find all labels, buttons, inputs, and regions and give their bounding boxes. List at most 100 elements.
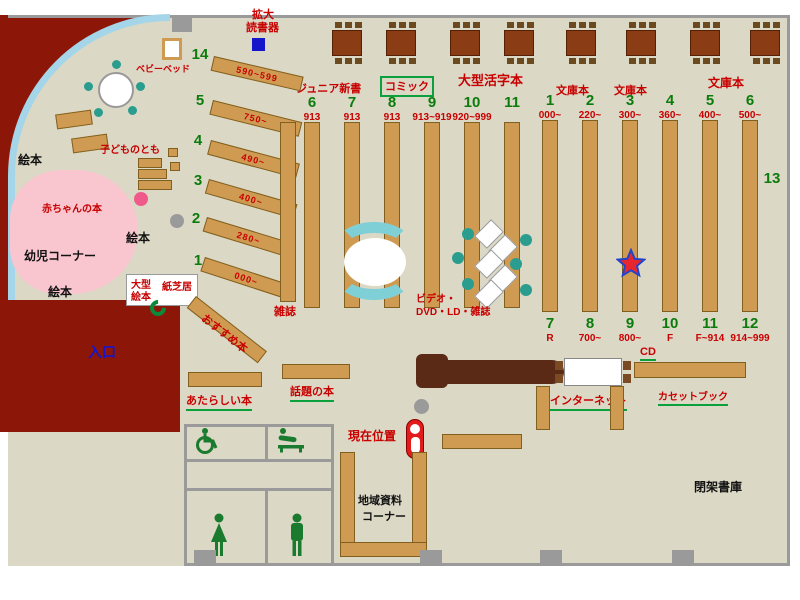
baby-change-icon	[278, 428, 304, 453]
restroom-wall	[184, 424, 187, 566]
chair	[623, 361, 631, 370]
shelf-number: 3	[625, 92, 635, 109]
stool	[112, 60, 121, 69]
reading-table	[450, 22, 480, 64]
shelf-number: 10	[661, 315, 679, 332]
bookshelf	[304, 122, 320, 308]
kids-stool-block	[168, 148, 178, 157]
shelf-class: 913	[303, 112, 321, 123]
shelf-class: 920~999	[452, 112, 492, 123]
shelf-number: 1	[545, 92, 555, 109]
magnifier-device	[252, 38, 265, 51]
label-internet: インターネット	[550, 392, 627, 411]
label-local-materials-1: 地域資料	[358, 495, 402, 507]
pillar	[170, 214, 184, 228]
magazine-shelf	[280, 122, 296, 302]
shelf-number: 7	[545, 315, 555, 332]
reading-table	[504, 22, 534, 64]
label-large-print: 大型活字本	[458, 73, 524, 88]
label-magazines: 雑誌	[274, 306, 296, 318]
shelf-class: 913~919	[412, 112, 452, 123]
label-baby-books: 赤ちゃんの本	[42, 204, 102, 215]
stool	[128, 106, 137, 115]
bookshelf	[610, 386, 624, 430]
pillar	[672, 550, 694, 564]
shelf-class: 400~	[698, 110, 722, 121]
label-magnifier-2: 読書器	[246, 22, 279, 34]
new-books-shelf	[188, 372, 262, 387]
star-marker-icon	[616, 248, 646, 278]
restroom-wall	[184, 459, 334, 462]
stool	[462, 278, 474, 290]
service-counter	[416, 354, 448, 388]
local-room-wall	[331, 424, 334, 566]
label-closed-stacks: 閉架書庫	[694, 480, 743, 494]
stool	[94, 108, 103, 117]
shelf-class: F	[666, 333, 674, 344]
shelf-class: 300~	[618, 110, 642, 121]
baby-books-area	[10, 170, 138, 294]
shelf-number: 9	[427, 94, 437, 111]
stool	[520, 234, 532, 246]
restroom-wall	[184, 424, 334, 427]
offlimits-strip-left	[0, 15, 8, 305]
bookshelf	[662, 120, 678, 312]
label-large-picture-books-1: 大型	[131, 280, 151, 291]
wheelchair-icon	[196, 428, 218, 454]
label-magnifier-1: 拡大	[252, 9, 274, 21]
wall-top	[8, 15, 788, 18]
shelf-number: 4	[193, 132, 203, 149]
label-baby-bed: ベビーベッド	[136, 64, 191, 74]
kids-steps	[138, 180, 172, 190]
man-toilet-icon	[291, 513, 303, 556]
label-cassette-book: カセットブック	[658, 388, 728, 406]
shelf-number: 5	[195, 92, 205, 109]
shelf-class: F~914	[695, 333, 725, 344]
label-large-picture-books-2: 絵本	[131, 292, 151, 303]
shelf-number: 12	[741, 315, 759, 332]
label-kamishibai: 紙芝居	[162, 282, 192, 293]
entrance-block	[0, 300, 180, 432]
shelf-number: 3	[193, 172, 203, 189]
label-cd: CD	[640, 346, 656, 361]
label-current-location: 現在位置	[348, 429, 397, 443]
shelf-class: 000~	[538, 110, 562, 121]
stool	[136, 82, 145, 91]
kids-steps	[138, 158, 162, 168]
pillar	[172, 17, 192, 32]
label-junior-shinsho: ジュニア新書	[296, 83, 362, 95]
shelf-number-13: 13	[763, 170, 781, 187]
reading-table	[750, 22, 780, 64]
label-local-materials-2: コーナー	[362, 511, 406, 523]
shelf-number: 4	[665, 92, 675, 109]
service-counter	[444, 360, 564, 384]
pillar	[420, 550, 442, 564]
bookshelf	[634, 362, 746, 378]
marker-head	[410, 424, 420, 434]
internet-table	[564, 358, 622, 386]
label-bunko-1: 文庫本	[556, 85, 589, 97]
restroom-wall	[184, 488, 334, 491]
shelf-number: 5	[705, 92, 715, 109]
shelf-class: 800~	[618, 333, 642, 344]
bookshelf	[582, 120, 598, 312]
shelf-class: R	[546, 333, 554, 344]
local-materials-shelf	[412, 452, 427, 556]
shelf-range: 490~	[240, 151, 267, 168]
shelf-number: 1	[193, 252, 203, 269]
shelf-number: 2	[585, 92, 595, 109]
pillar	[540, 550, 562, 564]
label-picture-books-2: 絵本	[126, 231, 151, 245]
shelf-class: 914~999	[730, 333, 770, 344]
woman-toilet-icon	[211, 513, 227, 556]
reading-table	[332, 22, 362, 64]
label-bunko-2: 文庫本	[614, 85, 647, 97]
chair	[623, 374, 631, 383]
topic-books-shelf	[282, 364, 350, 379]
bookshelf	[742, 120, 758, 312]
stool	[84, 82, 93, 91]
shelf-number: 9	[625, 315, 635, 332]
label-entrance: 入口	[88, 344, 116, 360]
shelf-number: 6	[307, 94, 317, 111]
shelf-class: 360~	[658, 110, 682, 121]
